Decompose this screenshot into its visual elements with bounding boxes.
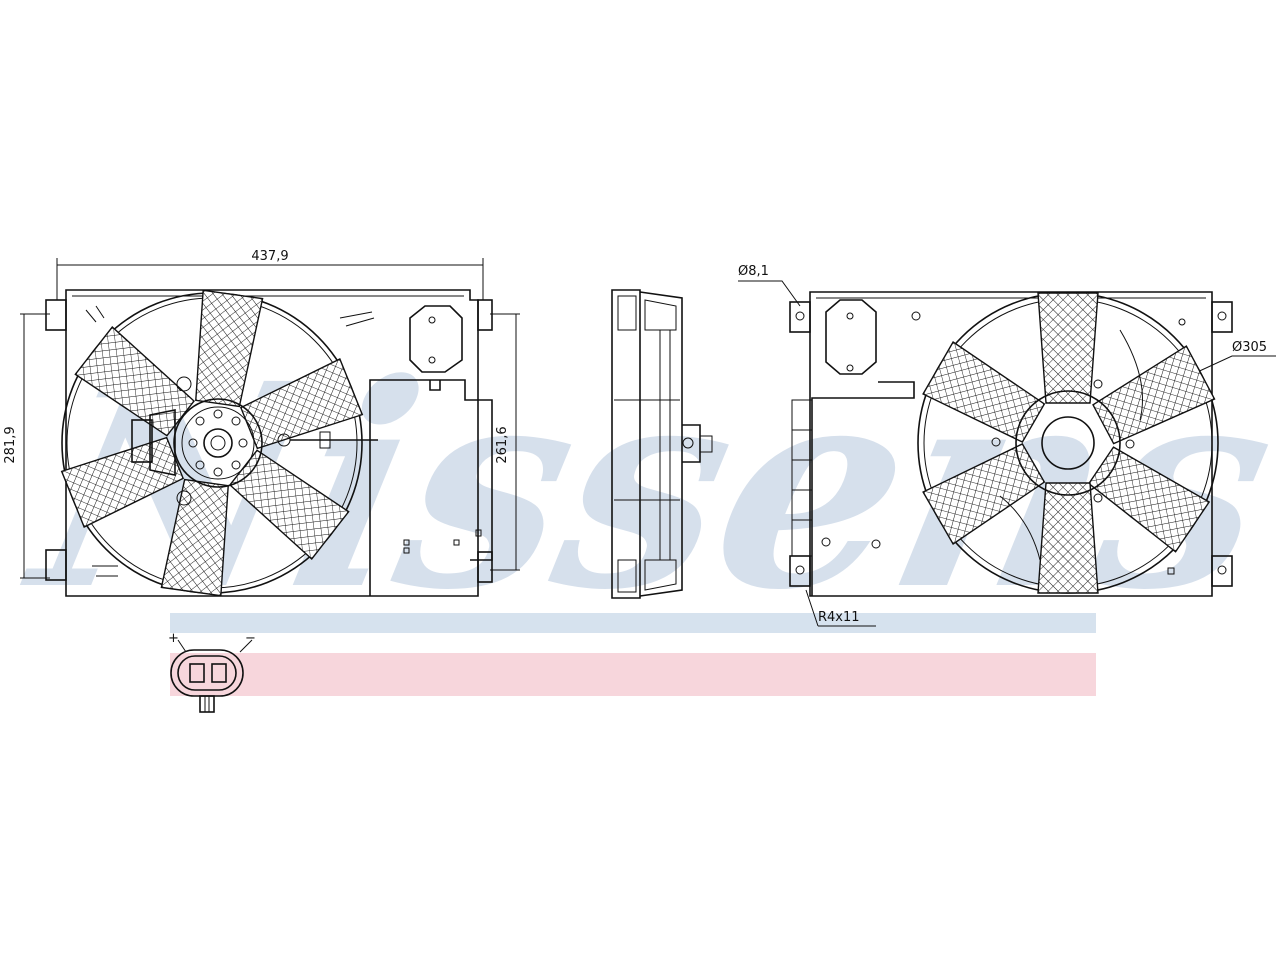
brand-band-pink (170, 653, 1096, 696)
brand-band-blue (170, 613, 1096, 633)
rear-view: Ø8,1 Ø305 R4x11 (738, 264, 1276, 627)
side-view (611, 289, 713, 599)
electrical-connector: + − (168, 631, 256, 713)
dimension-hole: Ø8,1 (738, 264, 769, 279)
dimension-fan-diameter: Ø305 (1232, 340, 1267, 355)
front-view: 437,9 281,9 261,6 (3, 249, 520, 597)
dimension-height-left: 281,9 (3, 426, 18, 463)
connector-minus-label: − (245, 631, 256, 646)
dimension-height-right: 261,6 (495, 426, 510, 463)
dimension-width: 437,9 (251, 249, 288, 264)
dimension-mount: R4x11 (818, 610, 860, 625)
connector-plus-label: + (168, 631, 179, 646)
